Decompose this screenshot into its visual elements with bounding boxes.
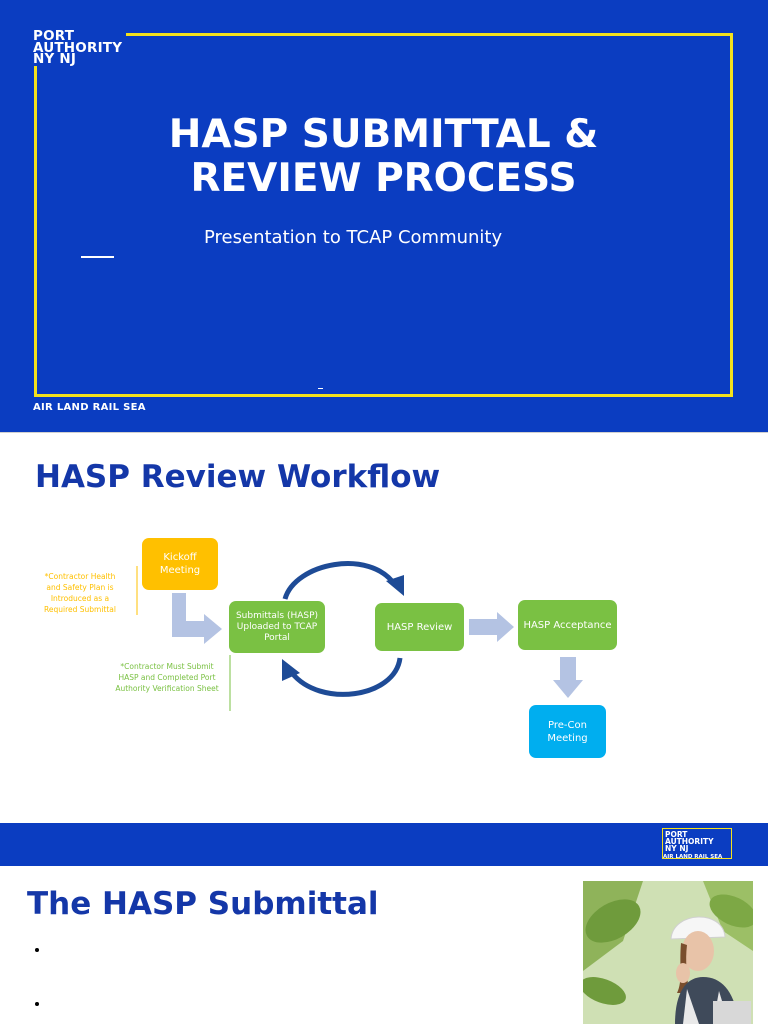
submittal-slide: The HASP Submittal bbox=[0, 866, 768, 1024]
small-mark bbox=[318, 388, 323, 389]
cycle-arrow-top-icon bbox=[282, 561, 398, 600]
footer-tagline: AIR LAND RAIL SEA bbox=[663, 854, 723, 860]
kickoff-meeting-box: Kickoff Meeting bbox=[142, 538, 218, 590]
title-slide: PORT AUTHORITY NY NJ HASP SUBMITTAL & RE… bbox=[0, 0, 768, 432]
footer-logo-line-2: AUTHORITY bbox=[665, 837, 714, 846]
person-photo bbox=[583, 881, 753, 1024]
right-arrow-icon bbox=[469, 612, 514, 642]
photo-illustration bbox=[583, 881, 753, 1024]
pre-con-meeting-box: Pre-Con Meeting bbox=[529, 705, 606, 758]
workflow-slide: HASP Review Workflow Kickoff Meeting Sub… bbox=[0, 432, 768, 866]
footer-bar bbox=[0, 823, 768, 866]
submittals-box: Submittals (HASP) Uploaded to TCAP Porta… bbox=[229, 601, 325, 653]
down-arrow-icon bbox=[553, 657, 583, 698]
workflow-arrows bbox=[136, 561, 583, 711]
logo-tagline: AIR LAND RAIL SEA bbox=[33, 402, 146, 413]
logo-line-3: NY NJ bbox=[33, 51, 77, 67]
hasp-acceptance-box: HASP Acceptance bbox=[518, 600, 617, 650]
logo-line-1: PORT bbox=[33, 28, 75, 44]
accent-dash bbox=[81, 256, 114, 258]
slide-subtitle: Presentation to TCAP Community bbox=[204, 227, 503, 248]
orange-note: *Contractor Health and Safety Plan is In… bbox=[44, 572, 116, 614]
slide-title: HASP SUBMITTAL & REVIEW PROCESS bbox=[34, 113, 733, 201]
bullet-point bbox=[35, 1002, 39, 1006]
slide-title-line-1: HASP SUBMITTAL & bbox=[168, 112, 599, 157]
cycle-arrow-bottom-icon bbox=[290, 657, 403, 697]
green-note: *Contractor Must Submit HASP and Complet… bbox=[115, 662, 219, 693]
workflow-title: HASP Review Workflow bbox=[35, 459, 441, 495]
submittal-title: The HASP Submittal bbox=[27, 886, 379, 922]
yellow-frame bbox=[34, 33, 733, 397]
logo-line-2: AUTHORITY bbox=[33, 39, 123, 56]
footer-logo-line-3: NY NJ bbox=[665, 844, 689, 853]
footer-logo: PORT AUTHORITY NY NJ bbox=[662, 828, 732, 859]
footer-logo-line-1: PORT bbox=[665, 830, 688, 839]
hasp-review-box: HASP Review bbox=[375, 603, 464, 651]
port-authority-logo: PORT AUTHORITY NY NJ bbox=[33, 28, 127, 67]
slide-title-line-2: REVIEW PROCESS bbox=[190, 156, 577, 201]
down-right-arrow-icon bbox=[172, 593, 222, 644]
bullet-point bbox=[35, 948, 39, 952]
